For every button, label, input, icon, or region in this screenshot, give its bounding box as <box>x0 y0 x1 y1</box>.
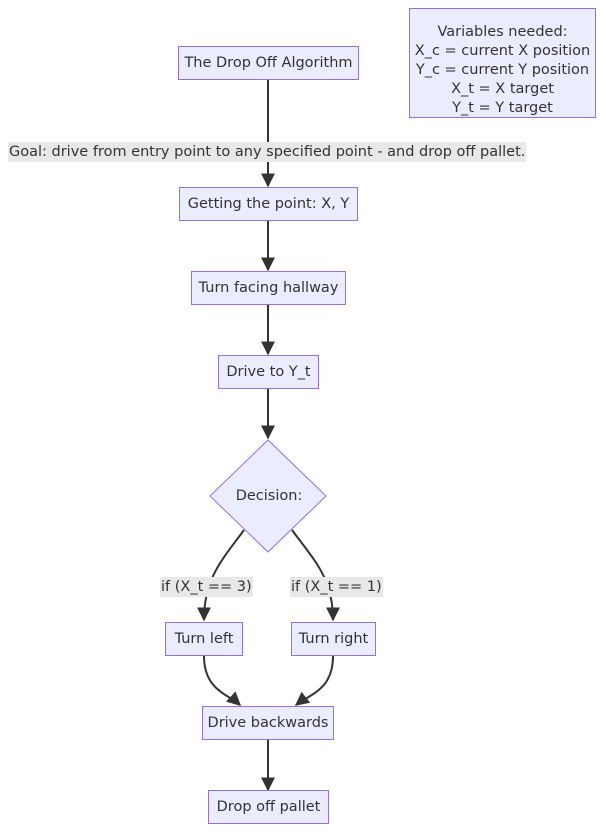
node-label: Turn facing hallway <box>198 280 339 296</box>
edge-turn-left-to-drive-backwards <box>203 655 242 706</box>
note-line: Y_c = current Y position <box>415 62 590 78</box>
node-getting-the-point: Getting the point: X, Y <box>179 187 358 221</box>
decision-diamond <box>209 439 327 553</box>
node-label: Drive backwards <box>207 715 329 731</box>
decision-label: Decision: <box>235 488 303 504</box>
node-label: Turn right <box>298 631 369 647</box>
node-drive-to-y: Drive to Y_t <box>218 355 319 389</box>
node-drive-backwards: Drive backwards <box>202 706 334 740</box>
variables-note: Variables needed: X_c = current X positi… <box>409 8 596 118</box>
edge-label-goal: Goal: drive from entry point to any spec… <box>8 142 527 162</box>
node-label: Drive to Y_t <box>226 364 311 380</box>
node-turn-right: Turn right <box>291 622 376 656</box>
edge-label-if-left: if (X_t == 3) <box>160 577 253 597</box>
node-label: Drop off pallet <box>216 799 321 815</box>
node-label: Turn left <box>174 631 234 647</box>
edge-label-if-right: if (X_t == 1) <box>290 577 383 597</box>
edge-decision-to-turn-left <box>197 529 245 622</box>
node-label: The Drop Off Algorithm <box>184 55 353 71</box>
edge-decision-to-turn-right <box>291 529 340 622</box>
note-line: Variables needed: <box>437 24 568 40</box>
edge-turn-right-to-drive-backwards <box>294 655 334 706</box>
node-label: Getting the point: X, Y <box>187 196 350 212</box>
note-line: Y_t = Y target <box>452 100 553 116</box>
node-drop-off-pallet: Drop off pallet <box>208 790 329 824</box>
note-line: X_t = X target <box>451 81 554 97</box>
node-turn-left: Turn left <box>165 622 243 656</box>
node-drop-off-algorithm: The Drop Off Algorithm <box>178 46 359 80</box>
note-line: X_c = current X position <box>414 43 591 59</box>
node-turn-facing-hallway: Turn facing hallway <box>191 271 346 305</box>
